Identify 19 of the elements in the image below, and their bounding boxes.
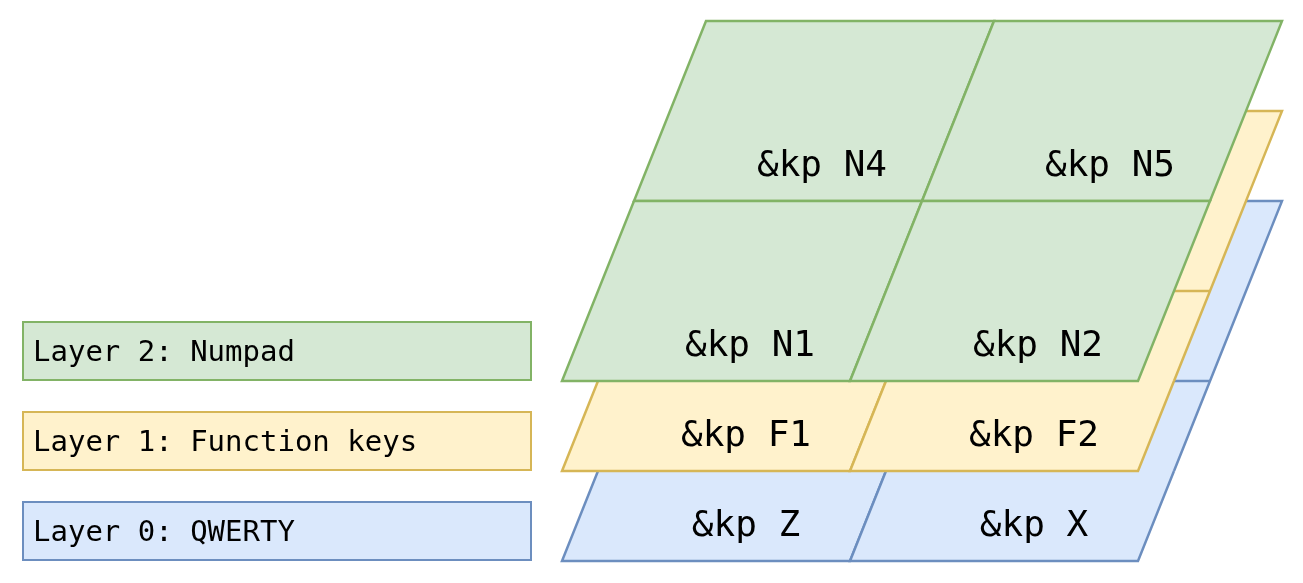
key-cell <box>850 381 1174 471</box>
key-cell <box>850 201 1210 381</box>
key-cell <box>562 201 922 381</box>
key-cell <box>562 471 886 561</box>
key-label: &kp F1 <box>681 412 811 454</box>
key-cell <box>922 21 1282 201</box>
key-label: &kp N4 <box>757 142 887 184</box>
layer-label-box: Layer 1: Function keys <box>22 411 532 471</box>
key-cell <box>562 381 886 471</box>
key-label: &kp N2 <box>973 322 1103 364</box>
key-label: &kp Z <box>691 502 801 544</box>
key-label: &kp X <box>979 502 1089 544</box>
key-label: &kp N1 <box>685 322 815 364</box>
key-cell <box>850 471 1174 561</box>
layer-label-box: Layer 2: Numpad <box>22 321 532 381</box>
key-label: &kp F2 <box>969 412 1099 454</box>
layer-label-box: Layer 0: QWERTY <box>22 501 532 561</box>
key-cell <box>634 21 994 201</box>
key-label: &kp N5 <box>1045 142 1175 184</box>
